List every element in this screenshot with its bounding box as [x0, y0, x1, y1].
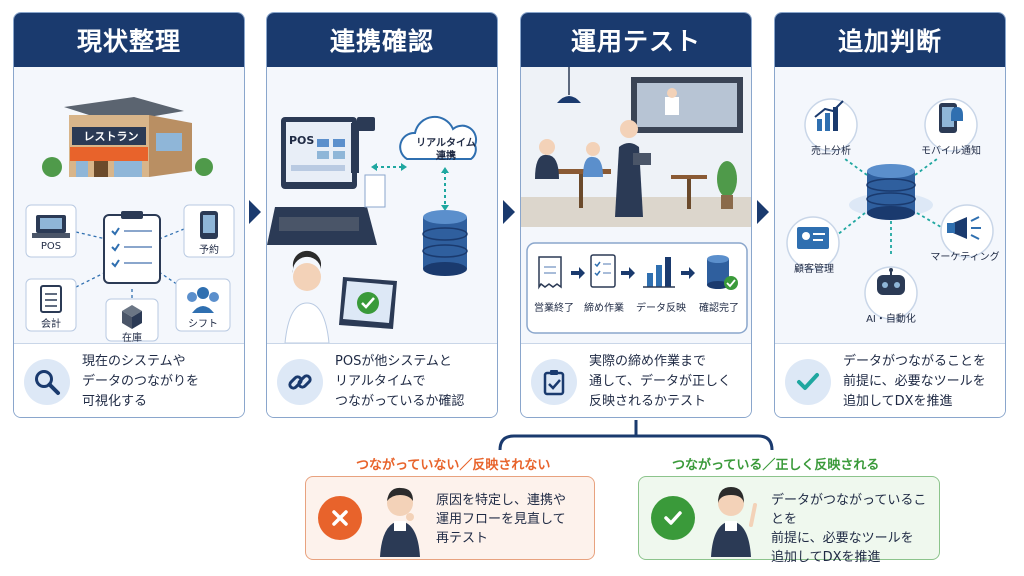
stage-description: POSが他システムと リアルタイムで つながっているか確認 [267, 343, 497, 417]
stage-title: 現状整理 [14, 13, 244, 67]
pos-screen-label: POS [289, 134, 315, 147]
megaphone-icon [947, 216, 981, 240]
stage-connection-check: 連携確認 [266, 12, 498, 418]
fail-outcome-text: 原因を特定し、連携や 運用フローを見直して 再テスト [436, 493, 567, 546]
flow-arrow-3 [757, 200, 769, 224]
ai-robot-icon [877, 268, 905, 295]
stage-current-state: 現状整理 [13, 12, 245, 418]
tool-label-customer-management: 顧客管理 [794, 264, 834, 275]
worried-staff-icon [380, 487, 420, 557]
item-label-accounting: 会計 [41, 319, 61, 330]
cross-icon [318, 496, 362, 540]
step-label-settlement: 締め作業 [584, 303, 624, 314]
step-label-confirmed: 確認完了 [699, 303, 739, 314]
cloud-icon [399, 115, 478, 160]
success-outcome-text: データがつながっていることを 前提に、必要なツールを 追加してDXを推進 [771, 493, 927, 565]
magnifier-icon [24, 358, 70, 405]
tool-label-sales-analysis: 売上分析 [811, 146, 851, 157]
additional-tools-illustration [775, 67, 1005, 343]
stage-title: 運用テスト [521, 13, 751, 67]
item-label-reservation: 予約 [199, 245, 219, 256]
success-branch-label: つながっている／正しく反映される [672, 458, 880, 473]
receipt-icon [538, 256, 562, 290]
bar-chart-icon [643, 257, 675, 288]
store-sign-text: レストラン [83, 130, 139, 143]
stage-title: 追加判断 [775, 13, 1005, 67]
item-label-shift: シフト [188, 319, 218, 330]
stage-operation-test: 運用テスト [520, 12, 752, 418]
current-state-illustration [14, 67, 244, 343]
fail-outcome-box: 原因を特定し、連携や 運用フローを見直して 再テスト [305, 476, 595, 560]
branch-connector [498, 420, 774, 451]
item-label-inventory: 在庫 [122, 333, 142, 344]
description-text: データがつながることを 前提に、必要なツールを 追加してDXを推進 [843, 353, 987, 409]
description-text: POSが他システムと リアルタイムで つながっているか確認 [335, 353, 465, 409]
staff-person-icon [284, 250, 330, 343]
stage-description: 実際の締め作業まで 通して、データが正しく 反映されるかテスト [521, 343, 751, 417]
operation-test-illustration [521, 67, 751, 343]
database-icon [866, 164, 916, 220]
connection-illustration [267, 67, 497, 343]
tool-label-ai-automation: AI・自動化 [866, 314, 916, 325]
sales-chart-icon [814, 100, 844, 131]
clipboard-icon [103, 211, 161, 284]
clipboard-check-icon [531, 358, 577, 405]
step-label-data-reflection: データ反映 [636, 303, 686, 314]
database-icon [422, 210, 468, 276]
stage-additional-decision: 追加判断 [774, 12, 1006, 418]
confident-staff-icon [711, 487, 757, 557]
check-circle-icon [651, 496, 695, 540]
description-text: 実際の締め作業まで 通して、データが正しく 反映されるかテスト [589, 353, 731, 409]
flow-arrow-1 [249, 200, 261, 224]
customer-card-icon [797, 227, 829, 249]
fail-branch-label: つながっていない／反映されない [356, 458, 551, 473]
item-label-pos: POS [40, 241, 62, 252]
tool-label-mobile-notification: モバイル通知 [921, 146, 981, 157]
cloud-label: リアルタイム 連携 [416, 138, 476, 162]
stage-description: 現在のシステムや データのつながりを 可視化する [14, 343, 244, 417]
flow-arrow-2 [503, 200, 515, 224]
stage-title: 連携確認 [267, 13, 497, 67]
stage-description: データがつながることを 前提に、必要なツールを 追加してDXを推進 [775, 343, 1005, 417]
step-label-closing: 営業終了 [534, 303, 574, 314]
checklist-icon [590, 254, 616, 288]
mobile-notification-icon [939, 103, 963, 133]
restaurant-building-icon [42, 97, 213, 177]
success-outcome-box: データがつながっていることを 前提に、必要なツールを 追加してDXを推進 [638, 476, 940, 565]
database-check-icon [707, 255, 738, 290]
tablet-icon [339, 277, 397, 329]
pos-terminal-icon [267, 117, 386, 245]
link-icon [277, 358, 323, 405]
tool-label-marketing: マーケティング [930, 252, 1000, 263]
checkmark-icon [785, 358, 831, 405]
description-text: 現在のシステムや データのつながりを 可視化する [82, 353, 200, 409]
